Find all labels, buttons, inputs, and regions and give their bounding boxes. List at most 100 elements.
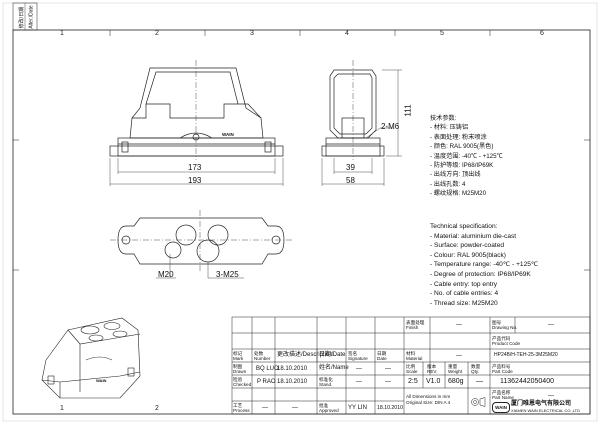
tb-part-code-value: 11362442050400 xyxy=(500,378,554,385)
zone-top-4: 4 xyxy=(345,30,349,37)
specs-en-line: - Temperature range: -40℃ - +125℃ xyxy=(430,261,539,269)
zone-top-2: 2 xyxy=(155,30,159,37)
tb-product-code-value: HP24B/H-TEH-25-3M25M20 xyxy=(494,352,558,358)
tb-approved-cn: 批准 xyxy=(319,403,329,408)
tb-dash: — xyxy=(356,379,362,385)
tb-drawing-no-en: Drawing No. xyxy=(492,325,518,330)
company-name-cn: 厦门唯恩电气有限公司 xyxy=(511,401,572,407)
tb-date2-en: Date xyxy=(377,356,387,361)
zone-bottom-2: 2 xyxy=(155,405,159,412)
specs-cn-line: - 表面处理: 粉末喷涂 xyxy=(430,133,487,141)
dim-173: 173 xyxy=(188,163,202,172)
tb-finish-value: — xyxy=(456,322,462,328)
tb-drawn-en: Drawn xyxy=(233,369,247,374)
specs-en-line: - No. of cable entries: 4 xyxy=(430,290,499,298)
tb-finish-en: Finish xyxy=(406,325,419,330)
front-brand-mark: WAIN xyxy=(222,132,234,137)
specs-cn-line: - 出线方向: 顶出线 xyxy=(430,171,481,179)
tb-mark-cn: 标记 xyxy=(233,351,243,356)
dim-193: 193 xyxy=(188,176,202,185)
specs-cn-line: - 材料: 压铸铝 xyxy=(430,124,469,132)
dim-m20: M20 xyxy=(158,270,174,279)
zone-top-6: 6 xyxy=(540,30,544,37)
tb-product-code-en: Product Code xyxy=(492,341,521,346)
tb-part-name-cn: 产品名称 xyxy=(492,390,511,395)
tb-scale-value: 2:5 xyxy=(408,378,418,385)
tb-mark-en: Mark xyxy=(233,356,244,361)
tb-checked-name: P RAO xyxy=(257,379,276,385)
tb-stand-cn: 标准化 xyxy=(319,377,333,382)
tb-date2-cn: 日期 xyxy=(377,351,387,356)
iso-brand-mark: WAIN xyxy=(96,378,107,383)
zone-bottom-1: 1 xyxy=(60,405,64,412)
tb-drawn-cn: 制图 xyxy=(233,364,243,369)
zone-top-3: 3 xyxy=(250,30,254,37)
tb-number-en: Number xyxy=(254,356,271,361)
specs-en-line: - Thread size: M25M20 xyxy=(430,299,498,307)
tb-dash: — xyxy=(292,405,298,411)
tb-dash: — xyxy=(356,366,362,372)
specs-cn-line: - 温度范围: -40℃ - +125℃ xyxy=(430,152,503,160)
company-name-en: XIAMEN WAIN ELECTRICAL CO.,LTD xyxy=(511,408,580,413)
specs-cn-line: - 防护等级: IP68/IP69K xyxy=(430,162,494,170)
tb-material-cn: 材料 xyxy=(406,351,416,356)
tb-scale-en: Scale xyxy=(406,369,418,374)
dim-3-m25: 3-M25 xyxy=(216,270,239,279)
specs-en-line: - Colour: RAL 9005(black) xyxy=(430,251,506,259)
tb-qty-cn: 数量 xyxy=(471,364,481,369)
tb-drawn-date: 18.10.2010 xyxy=(277,366,308,372)
tb-material-value: — xyxy=(456,353,462,359)
tb-dims-note2: Original Size: DIN A 4 xyxy=(406,400,451,405)
specs-en-line: - Surface: powder-coated xyxy=(430,242,505,250)
tb-change-desc: 更改描述/Description xyxy=(277,352,333,358)
tb-product-code-cn: 产品代码 xyxy=(492,336,511,341)
tb-approved-en: Approved xyxy=(319,408,339,413)
specs-en-line: - Degree of protection: IP68/IP69K xyxy=(430,270,531,278)
tb-dash: — xyxy=(385,366,391,372)
tb-part-code-cn: 产品料号 xyxy=(492,364,511,369)
tb-approved-name: YY LIN xyxy=(348,405,367,411)
tb-rev-cn: 版本 xyxy=(427,364,437,369)
specs-en-heading: Technical specification: xyxy=(430,223,498,230)
tb-finish-cn: 表面处理 xyxy=(406,320,425,325)
zone-top-5: 5 xyxy=(440,30,444,37)
tb-checked-en: Checked xyxy=(233,382,252,387)
tb-qty-value: — xyxy=(476,378,483,385)
tb-stand-en: Stand. xyxy=(319,382,333,387)
tb-part-name-en: Part Name xyxy=(492,395,514,400)
specs-cn-line: - 螺纹规格: M25M20 xyxy=(430,190,487,198)
tb-signature-en: Signature xyxy=(348,356,368,361)
tb-dash: — xyxy=(385,379,391,385)
tb-drawing-no-cn: 图号 xyxy=(492,320,502,325)
tb-part-name-value: — xyxy=(548,393,554,399)
tb-name-date: 姓名/Name xyxy=(319,365,349,371)
tb-drawing-no-value: — xyxy=(548,322,554,328)
specs-cn-line: - 颜色: RAL 9005(黑色) xyxy=(430,143,494,151)
tb-process-cn: 工艺 xyxy=(233,403,243,408)
tb-rev-value: V1.0 xyxy=(426,378,441,385)
company-logo: WAIN xyxy=(492,402,510,413)
tb-date: 日期/Date xyxy=(319,352,346,358)
dim-39: 39 xyxy=(346,163,355,172)
tb-drawn-name: BQ LUO xyxy=(256,366,279,372)
tb-dash: — xyxy=(262,405,268,411)
zone-top-1: 1 xyxy=(60,30,64,37)
tb-process-en: Process xyxy=(233,408,250,413)
specs-en-line: - Cable entry: top entry xyxy=(430,280,498,288)
tb-weight-cn: 重量 xyxy=(448,364,458,369)
specs-en-line: - Material: aluminium die-cast xyxy=(430,232,517,240)
specs-cn-line: - 出线孔数: 4 xyxy=(430,180,466,188)
tb-approved-date: 18.10.2010 xyxy=(377,405,403,411)
tb-part-code-en: Part Code xyxy=(492,369,513,374)
dim-2-m6: 2-M6 xyxy=(381,122,400,131)
tb-weight-value: 680g xyxy=(448,378,464,385)
tb-dims-note1: All Dimensions in mm xyxy=(406,394,451,399)
tb-scale-cn: 比例 xyxy=(406,364,416,369)
tb-rev-en: REV. xyxy=(427,369,438,374)
tb-checked-date: 18.10.2010 xyxy=(277,379,308,385)
dim-58: 58 xyxy=(346,176,355,185)
